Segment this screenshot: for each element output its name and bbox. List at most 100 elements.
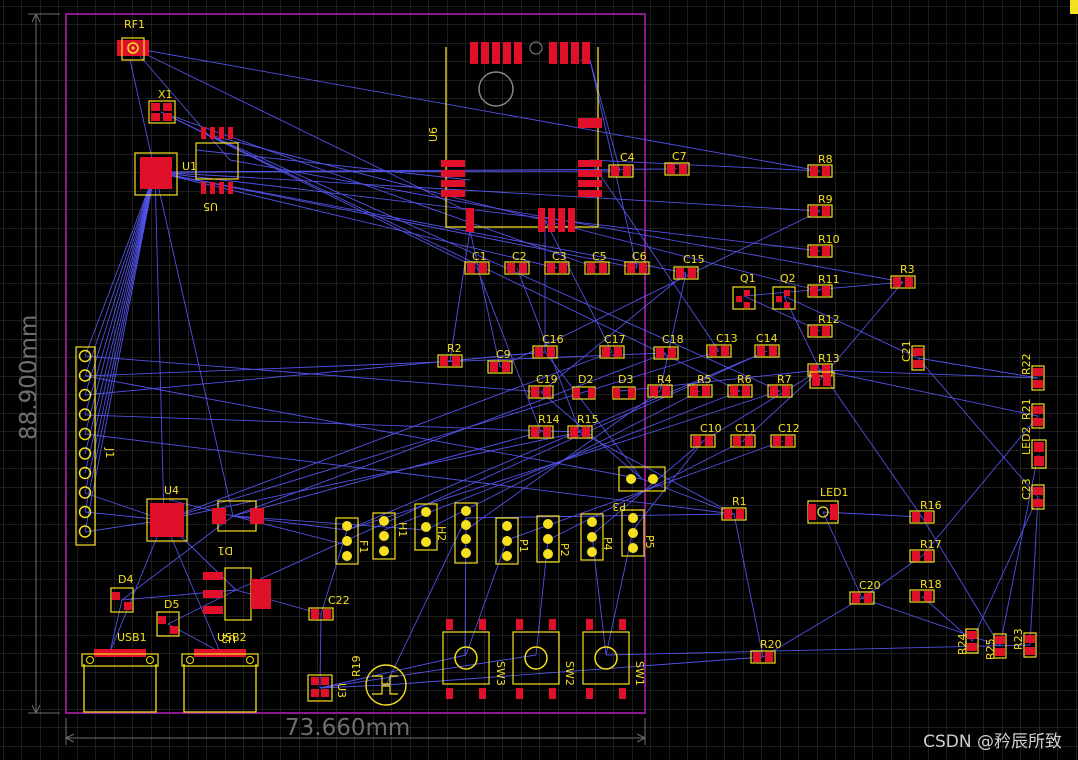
pad-u1-center bbox=[140, 157, 172, 189]
pad bbox=[812, 374, 820, 386]
pad bbox=[1025, 647, 1035, 655]
airwire bbox=[589, 159, 821, 172]
pad bbox=[578, 118, 602, 128]
label-r7: R7 bbox=[777, 373, 792, 386]
airwire bbox=[132, 47, 821, 172]
pad bbox=[578, 180, 602, 187]
pad bbox=[163, 103, 172, 111]
part-usb1 bbox=[83, 664, 157, 713]
pad bbox=[628, 388, 635, 398]
pad bbox=[619, 688, 626, 699]
pad bbox=[571, 42, 579, 64]
label-r1: R1 bbox=[732, 495, 747, 508]
h2b-pin bbox=[461, 548, 471, 558]
j1-pin bbox=[78, 466, 92, 480]
p1-pin bbox=[502, 521, 512, 531]
airwire bbox=[84, 355, 541, 393]
airwire bbox=[84, 171, 156, 474]
pad bbox=[201, 182, 206, 194]
airwire bbox=[822, 511, 923, 518]
airwire bbox=[209, 134, 821, 292]
f1-pin bbox=[342, 521, 352, 531]
airwire bbox=[84, 171, 156, 396]
airwire bbox=[971, 496, 1039, 642]
airwire bbox=[921, 415, 1039, 557]
j1-pin bbox=[78, 486, 92, 499]
airwire bbox=[465, 539, 508, 656]
usb-mount-hole bbox=[86, 656, 94, 664]
label-p1: P1 bbox=[517, 539, 530, 553]
pad bbox=[158, 616, 166, 624]
airwire bbox=[544, 219, 613, 353]
airwire bbox=[154, 171, 165, 521]
pad bbox=[650, 386, 658, 396]
label-d1: D1 bbox=[218, 544, 233, 557]
rf1-pin bbox=[131, 46, 135, 50]
pad bbox=[1033, 380, 1043, 388]
label-r23: R23 bbox=[1012, 628, 1025, 650]
airwire bbox=[84, 352, 667, 377]
j1-pin bbox=[78, 388, 92, 402]
pad bbox=[852, 593, 860, 603]
pad bbox=[757, 346, 765, 356]
pad-u4-center bbox=[150, 503, 184, 537]
airwire bbox=[762, 597, 863, 658]
label-c5: C5 bbox=[592, 250, 607, 263]
airwire bbox=[84, 171, 156, 435]
label-c12: C12 bbox=[778, 422, 800, 435]
label-r10: R10 bbox=[818, 233, 840, 246]
j1-pin bbox=[78, 447, 92, 460]
part-c14 bbox=[754, 344, 780, 358]
label-u4: U4 bbox=[164, 484, 179, 497]
pad bbox=[1033, 487, 1043, 495]
h1-pin bbox=[379, 516, 389, 526]
label-c23: C23 bbox=[1020, 478, 1033, 500]
part-led2 bbox=[1031, 439, 1047, 469]
pad bbox=[709, 346, 717, 356]
airwire bbox=[84, 375, 643, 480]
airwire bbox=[109, 519, 165, 653]
pad bbox=[321, 677, 329, 685]
airwire bbox=[605, 644, 1031, 656]
airwire bbox=[659, 272, 687, 392]
part-p2 bbox=[536, 515, 560, 563]
part-c4 bbox=[608, 164, 634, 178]
p5-pin bbox=[628, 543, 638, 553]
label-p2: P2 bbox=[558, 543, 571, 557]
pad bbox=[470, 42, 478, 64]
part-d5 bbox=[156, 611, 180, 637]
pad bbox=[721, 346, 729, 356]
pad bbox=[765, 652, 773, 662]
pad bbox=[573, 388, 580, 398]
airwire bbox=[385, 517, 467, 686]
usb-mount-hole bbox=[146, 656, 154, 664]
pad bbox=[112, 592, 120, 600]
label-sw2: SW2 bbox=[563, 661, 576, 686]
h1-pin bbox=[379, 531, 389, 541]
pad bbox=[588, 388, 595, 398]
pad bbox=[516, 688, 523, 699]
airwire bbox=[109, 599, 123, 653]
label-c3: C3 bbox=[552, 250, 567, 263]
part-p5 bbox=[621, 509, 645, 557]
airwire bbox=[232, 431, 542, 517]
airwire bbox=[589, 59, 621, 172]
airwire bbox=[209, 134, 781, 392]
pad bbox=[822, 166, 830, 176]
pad bbox=[995, 648, 1005, 656]
pad bbox=[822, 326, 830, 336]
usb-mount-hole bbox=[186, 656, 194, 664]
pad bbox=[440, 356, 448, 366]
label-d5: D5 bbox=[164, 598, 179, 611]
j1-pin bbox=[78, 369, 92, 382]
pad bbox=[558, 208, 565, 232]
pad bbox=[151, 113, 160, 121]
height-dimension-label: 88.900mm bbox=[16, 315, 42, 440]
pad bbox=[251, 579, 271, 609]
label-r17: R17 bbox=[920, 538, 942, 551]
airwire bbox=[232, 515, 427, 531]
part-r8 bbox=[807, 164, 833, 178]
